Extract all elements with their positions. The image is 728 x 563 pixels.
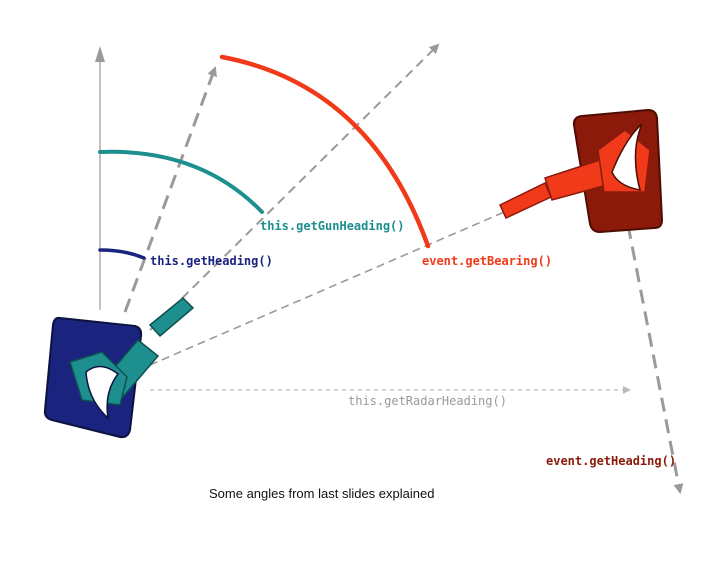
enemy-tank-gun <box>499 159 608 219</box>
enemy-tank-radar <box>611 123 643 191</box>
own-tank <box>43 296 195 439</box>
diagram-caption: Some angles from last slides explained <box>209 486 434 501</box>
enemy-heading-label: event.getHeading() <box>546 454 676 468</box>
gun-heading-arrow <box>149 43 440 331</box>
bearing-arc <box>219 54 431 249</box>
bearing-line <box>149 174 591 366</box>
gun-heading-arc <box>98 149 264 214</box>
robot-heading-arrow <box>123 66 217 313</box>
radar-heading-label: this.getRadarHeading() <box>348 394 507 408</box>
gun-heading-label: this.getGunHeading() <box>260 219 405 233</box>
north-reference-axis <box>95 46 105 310</box>
enemy-tank <box>499 108 664 234</box>
bearing-label: event.getBearing() <box>422 254 552 268</box>
heading-arc <box>98 248 146 260</box>
enemy-heading-arrow <box>626 224 684 494</box>
heading-label: this.getHeading() <box>150 254 273 268</box>
own-tank-radar <box>85 365 120 420</box>
